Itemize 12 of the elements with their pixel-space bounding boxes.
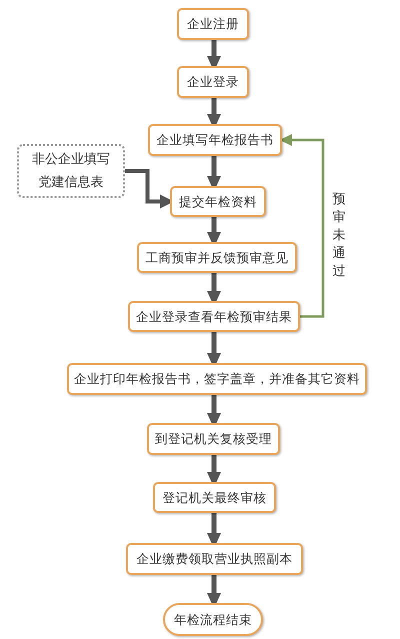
process-box: 到登记机关复核受理 bbox=[147, 423, 280, 455]
note-box: 非公企业填写党建信息表 bbox=[17, 144, 125, 198]
process-box: 登记机关最终审核 bbox=[153, 482, 276, 513]
process-box: 提交年检资料 bbox=[170, 186, 266, 217]
process-box: 工商预审并反馈预审意见 bbox=[137, 242, 297, 273]
process-box: 企业注册 bbox=[177, 8, 249, 40]
process-box: 企业登录 bbox=[177, 66, 249, 98]
process-box: 企业填写年检报告书 bbox=[148, 124, 282, 156]
process-box: 企业登录查看年检预审结果 bbox=[128, 301, 300, 332]
process-box: 企业缴费领取营业执照副本 bbox=[126, 543, 303, 575]
terminal-box: 年检流程结束 bbox=[163, 603, 263, 636]
process-box: 企业打印年检报告书，签字盖章，并准备其它资料 bbox=[67, 363, 367, 395]
